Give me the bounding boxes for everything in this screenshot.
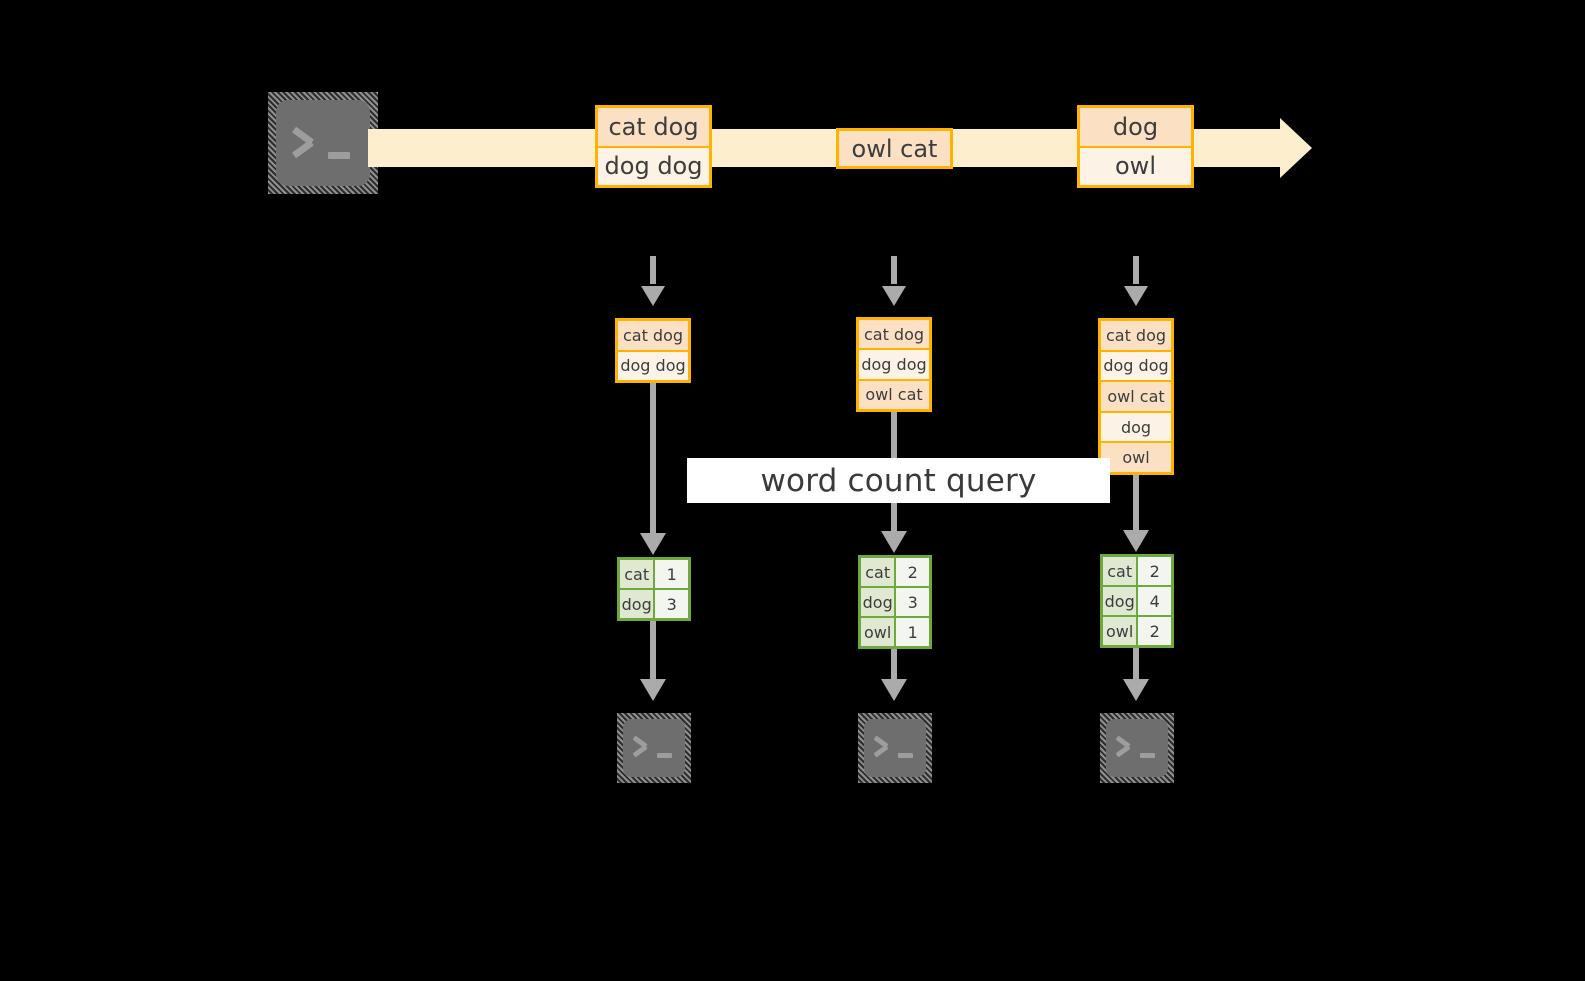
query-connector-1: [650, 383, 656, 535]
result-count: 1: [896, 618, 929, 646]
result-row: cat 1: [620, 560, 688, 590]
result-word: dog: [861, 588, 897, 616]
snapshot-2-input-table: cat dog dog dog owl cat: [856, 317, 932, 412]
result-row: cat 2: [1103, 557, 1171, 587]
result-word: dog: [1103, 587, 1139, 615]
input-row: dog dog: [618, 351, 688, 380]
sink-arrowhead-2: [881, 679, 907, 701]
stream-to-table-arrowhead-1: [641, 286, 665, 306]
result-word: dog: [620, 590, 656, 618]
stream-event-row: owl cat: [839, 131, 950, 166]
sink-connector-1: [650, 621, 656, 681]
stream-event-row: dog: [1080, 108, 1191, 148]
result-word: cat: [620, 560, 656, 588]
sink-connector-3: [1133, 648, 1139, 681]
stream-to-table-connector-3: [1133, 256, 1139, 284]
query-arrowhead-2: [881, 531, 907, 553]
result-row: cat 2: [861, 558, 929, 588]
result-word: owl: [1103, 617, 1139, 645]
input-row: owl cat: [1101, 382, 1171, 413]
stream-event-row: owl: [1080, 147, 1191, 185]
source-terminal-icon: [268, 92, 378, 194]
snapshot-2-result-table: cat 2 dog 3 owl 1: [858, 555, 932, 649]
query-label-text: word count query: [760, 462, 1037, 499]
stream-event-row: dog dog: [598, 147, 709, 185]
terminal-prompt-chevron-lower: [873, 744, 889, 758]
stream-to-table-connector-1: [650, 256, 656, 284]
snapshot-1-input-table: cat dog dog dog: [615, 318, 691, 383]
result-word: cat: [861, 558, 897, 586]
result-count: 1: [655, 560, 688, 588]
terminal-prompt-underscore: [657, 753, 672, 758]
terminal-body: [623, 719, 685, 777]
terminal-prompt-underscore: [898, 753, 913, 758]
query-arrowhead-1: [640, 533, 666, 555]
query-label-band: word count query: [687, 458, 1110, 503]
terminal-body: [276, 100, 370, 186]
stream-arrowhead-icon: [1280, 118, 1312, 178]
input-row: cat dog: [1101, 321, 1171, 352]
terminal-body: [1106, 719, 1168, 777]
stream-event-group-1: cat dog dog dog: [595, 105, 712, 188]
snapshot-3-sink-terminal-icon: [1100, 713, 1174, 783]
result-row: dog 3: [861, 588, 929, 618]
snapshot-3-result-table: cat 2 dog 4 owl 2: [1100, 554, 1174, 648]
query-connector-3: [1133, 475, 1139, 533]
terminal-prompt-underscore: [1140, 753, 1155, 758]
input-row: cat dog: [618, 321, 688, 352]
result-count: 3: [896, 588, 929, 616]
result-row: owl 1: [861, 618, 929, 646]
terminal-prompt-underscore: [328, 152, 350, 159]
result-word: owl: [861, 618, 897, 646]
stream-to-table-arrowhead-2: [882, 286, 906, 306]
snapshot-1-result-table: cat 1 dog 3: [617, 557, 691, 621]
result-count: 2: [1138, 617, 1171, 645]
input-row: dog dog: [859, 350, 929, 381]
stream-event-group-3: dog owl: [1077, 105, 1194, 188]
result-count: 2: [896, 558, 929, 586]
result-word: cat: [1103, 557, 1139, 585]
result-count: 2: [1138, 557, 1171, 585]
input-row: owl cat: [859, 380, 929, 409]
input-row: dog: [1101, 412, 1171, 444]
sink-arrowhead-1: [640, 679, 666, 701]
terminal-prompt-chevron-lower: [291, 139, 314, 159]
stream-to-table-arrowhead-3: [1124, 286, 1148, 306]
sink-arrowhead-3: [1123, 679, 1149, 701]
snapshot-1-sink-terminal-icon: [617, 713, 691, 783]
snapshot-2-sink-terminal-icon: [858, 713, 932, 783]
terminal-prompt-chevron-lower: [632, 744, 648, 758]
sink-connector-2: [891, 649, 897, 681]
snapshot-3-input-table: cat dog dog dog owl cat dog owl: [1098, 318, 1174, 475]
result-row: owl 2: [1103, 617, 1171, 645]
result-count: 4: [1138, 587, 1171, 615]
input-row: dog dog: [1101, 351, 1171, 383]
result-row: dog 3: [620, 590, 688, 618]
terminal-body: [864, 719, 926, 777]
result-count: 3: [655, 590, 688, 618]
stream-to-table-connector-2: [891, 256, 897, 284]
terminal-prompt-chevron-lower: [1115, 744, 1131, 758]
stream-event-row: cat dog: [598, 108, 709, 148]
input-row: cat dog: [859, 320, 929, 351]
result-row: dog 4: [1103, 587, 1171, 617]
stream-event-group-2: owl cat: [836, 128, 953, 169]
input-row: owl: [1101, 443, 1171, 472]
query-arrowhead-3: [1123, 530, 1149, 552]
